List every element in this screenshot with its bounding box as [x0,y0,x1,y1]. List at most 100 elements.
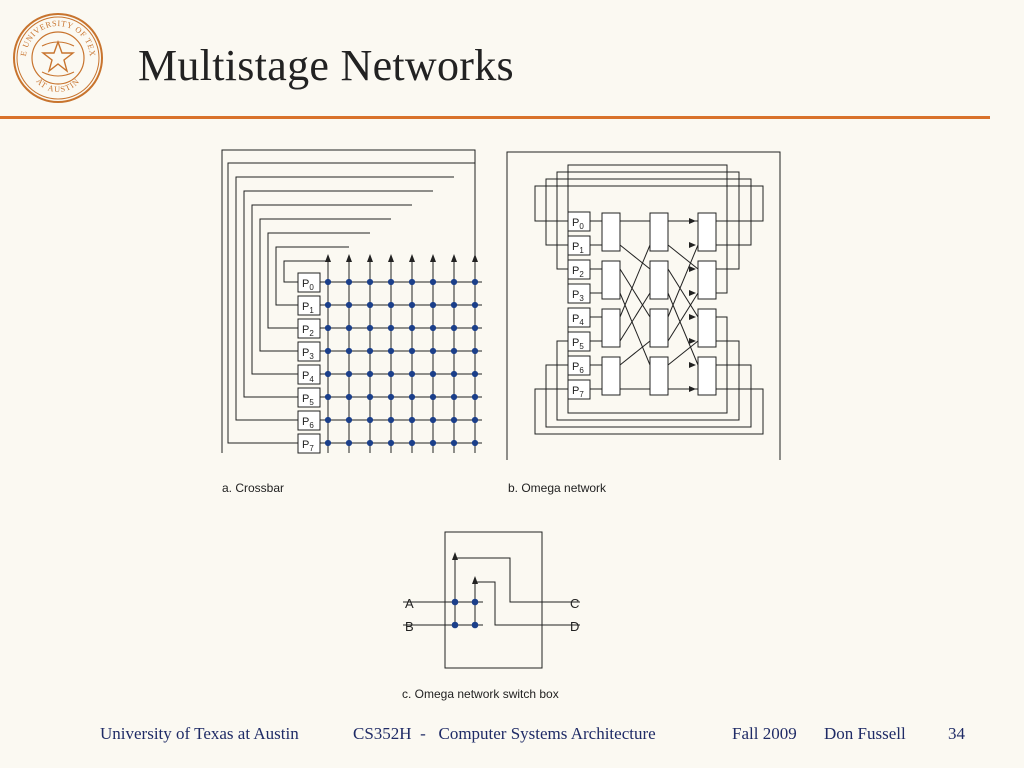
crossbar-switch-point [366,324,374,332]
crossbar-switch-point [450,416,458,424]
switch-point [471,621,479,629]
omega-shuffle-wire [619,244,651,270]
processor-box [297,341,321,362]
crossbar-switch-point [324,324,332,332]
omega-arrow [689,314,696,320]
omega-switch-box [697,260,717,300]
processor-box [567,259,591,280]
switch-box-outline [444,531,543,669]
crossbar-processor-1: P1 [297,295,321,316]
omega-arrow [689,242,696,248]
processor-box [567,355,591,376]
title-underline [0,116,990,119]
arrow-up-1 [452,552,458,560]
crossbar-switch-point [429,370,437,378]
crossbar-processor-0: P0 [297,272,321,293]
crossbar-feedback-path [259,218,391,352]
crossbar-arrow [388,254,394,262]
crossbar-switch-point [408,324,416,332]
crossbar-switch-point [408,278,416,286]
omega-shuffle-wire [667,268,699,318]
crossbar-switch-point [429,416,437,424]
processor-box [297,387,321,408]
crossbar-switch-point [408,416,416,424]
omega-switch-box [601,356,621,396]
crossbar-processor-3: P3 [297,341,321,362]
omega-shuffle-wire [619,340,651,366]
processor-label: P7 [572,385,584,399]
omega-shuffle-wire [667,292,699,342]
crossbar-switch-point [387,416,395,424]
crossbar-switch-point [429,278,437,286]
crossbar-feedback-path [235,176,454,421]
processor-box [297,364,321,385]
crossbar-feedback-path [243,190,433,398]
crossbar-switch-point [450,393,458,401]
omega-feedback-path [534,388,764,435]
omega-shuffle-wire [667,292,699,366]
processor-label: P6 [572,361,584,375]
crossbar-processor-5: P5 [297,387,321,408]
crossbar-switch-point [345,393,353,401]
crossbar-switch-point [366,301,374,309]
crossbar-switch-point [345,416,353,424]
omega-processor-0: P0 [567,211,591,232]
crossbar-switch-point [471,416,479,424]
crossbar-switch-point [408,301,416,309]
crossbar-switch-point [450,278,458,286]
omega-processor-1: P1 [567,235,591,256]
crossbar-switch-point [429,393,437,401]
crossbar-switch-point [324,416,332,424]
crossbar-processor-2: P2 [297,318,321,339]
crossbar-arrow [451,254,457,262]
crossbar-switch-point [324,347,332,355]
omega-switch-box [601,212,621,252]
crossbar-arrow [430,254,436,262]
crossbar-switch-point [471,439,479,447]
omega-switch-box [697,308,717,348]
footer-institution: University of Texas at Austin [100,724,299,743]
crossbar-switch-point [324,301,332,309]
processor-label: P7 [302,439,314,453]
crossbar-switch-point [471,393,479,401]
switch-input-b-label: B [405,619,414,634]
route-to-d [474,581,580,626]
processor-label: P6 [302,416,314,430]
processor-box [567,379,591,400]
university-seal-logo: THE UNIVERSITY OF TEXAS AT AUSTIN [12,12,103,103]
omega-shuffle-wire [619,292,651,366]
svg-text:AT AUSTIN: AT AUSTIN [34,76,81,94]
processor-label: P0 [572,217,584,231]
crossbar-switch-point [429,347,437,355]
crossbar-switch-point [450,347,458,355]
crossbar-switch-point [324,370,332,378]
processor-box [567,211,591,232]
omega-shuffle-wire [619,292,651,342]
processor-label: P5 [572,337,584,351]
processor-box [297,433,321,454]
crossbar-switch-point [324,278,332,286]
processor-label: P5 [302,393,314,407]
processor-box [567,307,591,328]
arrow-up-2 [472,576,478,584]
crossbar-switch-point [387,347,395,355]
omega-switch-box [601,308,621,348]
crossbar-switch-point [324,393,332,401]
crossbar-feedback-path [251,204,412,375]
crossbar-switch-point [408,370,416,378]
route-to-c [454,557,580,625]
crossbar-switch-point [387,439,395,447]
crossbar-switch-point [450,370,458,378]
omega-feedback-path [556,340,740,421]
omega-feedback-path [556,171,740,270]
processor-box [297,295,321,316]
crossbar-switch-point [408,439,416,447]
crossbar-switch-point [345,278,353,286]
switch-output-c-label: C [570,596,579,611]
omega-shuffle-wire [667,244,699,318]
crossbar-switch-point [366,416,374,424]
crossbar-switch-point [345,347,353,355]
crossbar-switch-point [387,370,395,378]
